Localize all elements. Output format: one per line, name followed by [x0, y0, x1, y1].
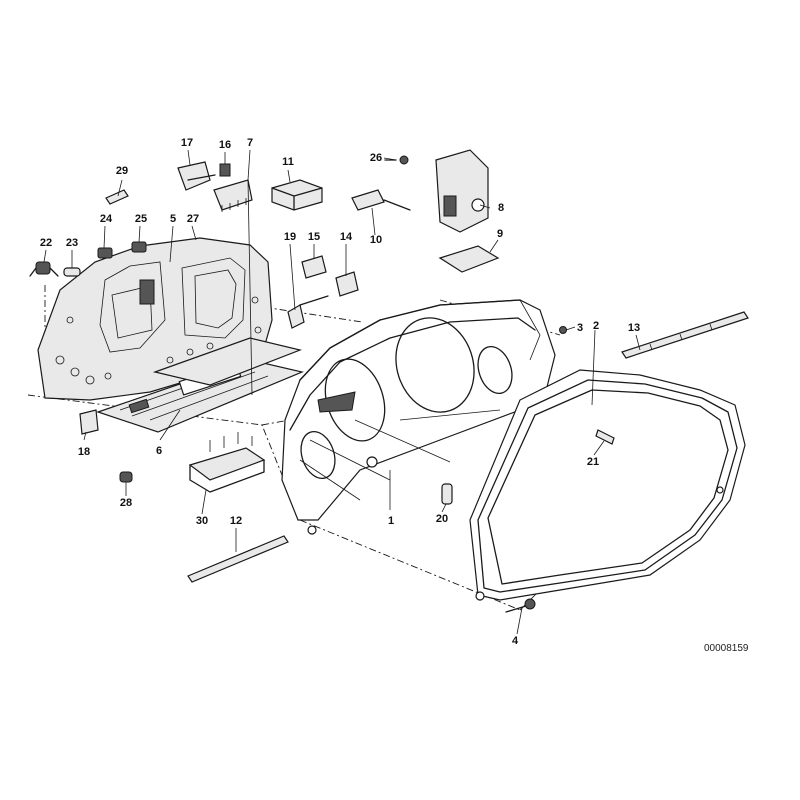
callout-18: 18 [77, 446, 91, 458]
callout-25: 25 [134, 213, 148, 225]
callout-24: 24 [99, 213, 113, 225]
callout-27: 27 [186, 213, 200, 225]
callout-15: 15 [307, 231, 321, 243]
bulb-23 [63, 267, 81, 277]
bulb-28 [119, 471, 133, 483]
callout-16: 16 [218, 139, 232, 151]
callout-1: 1 [387, 515, 395, 527]
connector-30 [188, 432, 266, 493]
callout-6: 6 [155, 445, 163, 457]
bracket-14 [335, 271, 359, 297]
callout-23: 23 [65, 237, 79, 249]
connector-17 [177, 161, 216, 191]
bulb-holder-25 [131, 241, 147, 253]
callout-8: 8 [497, 202, 505, 214]
callout-30: 30 [195, 515, 209, 527]
callout-26: 26 [369, 152, 383, 164]
clip-16 [219, 163, 231, 177]
bracket-19 [287, 295, 329, 329]
leader-lines [43, 149, 641, 635]
pin-20 [441, 483, 453, 505]
lamp-10 [351, 189, 411, 211]
screw-3 [559, 326, 567, 334]
screw-26 [384, 155, 409, 165]
callout-9: 9 [496, 228, 504, 240]
bulb-29 [105, 189, 129, 205]
callout-14: 14 [339, 231, 353, 243]
callout-21: 21 [586, 456, 600, 468]
callout-22: 22 [39, 237, 53, 249]
module-8 [435, 149, 489, 233]
strip-13 [621, 311, 749, 359]
instrument-housing [281, 299, 556, 535]
switch-11 [271, 179, 323, 211]
callout-2: 2 [592, 320, 600, 332]
printed-circuit-board [96, 337, 304, 433]
callout-19: 19 [283, 231, 297, 243]
diagram-reference-code: 00008159 [704, 643, 749, 654]
callout-10: 10 [369, 234, 383, 246]
callout-17: 17 [180, 137, 194, 149]
board-9 [438, 245, 500, 273]
callout-13: 13 [627, 322, 641, 334]
callout-20: 20 [435, 513, 449, 525]
bulb-holder-24 [97, 247, 113, 259]
callout-3: 3 [576, 322, 584, 334]
callout-12: 12 [229, 515, 243, 527]
bulb-socket-22 [29, 261, 59, 277]
screw-4 [505, 598, 536, 613]
callout-5: 5 [169, 213, 177, 225]
strip-12 [187, 535, 289, 583]
callout-28: 28 [119, 497, 133, 509]
pin-21 [595, 429, 615, 445]
callout-29: 29 [115, 165, 129, 177]
holder-18 [79, 409, 99, 435]
contact-strip-7 [213, 179, 253, 212]
cover-bezel [469, 369, 746, 601]
callout-7: 7 [246, 137, 254, 149]
callout-4: 4 [511, 635, 519, 647]
callout-11: 11 [282, 156, 294, 168]
clip-15 [301, 255, 327, 279]
